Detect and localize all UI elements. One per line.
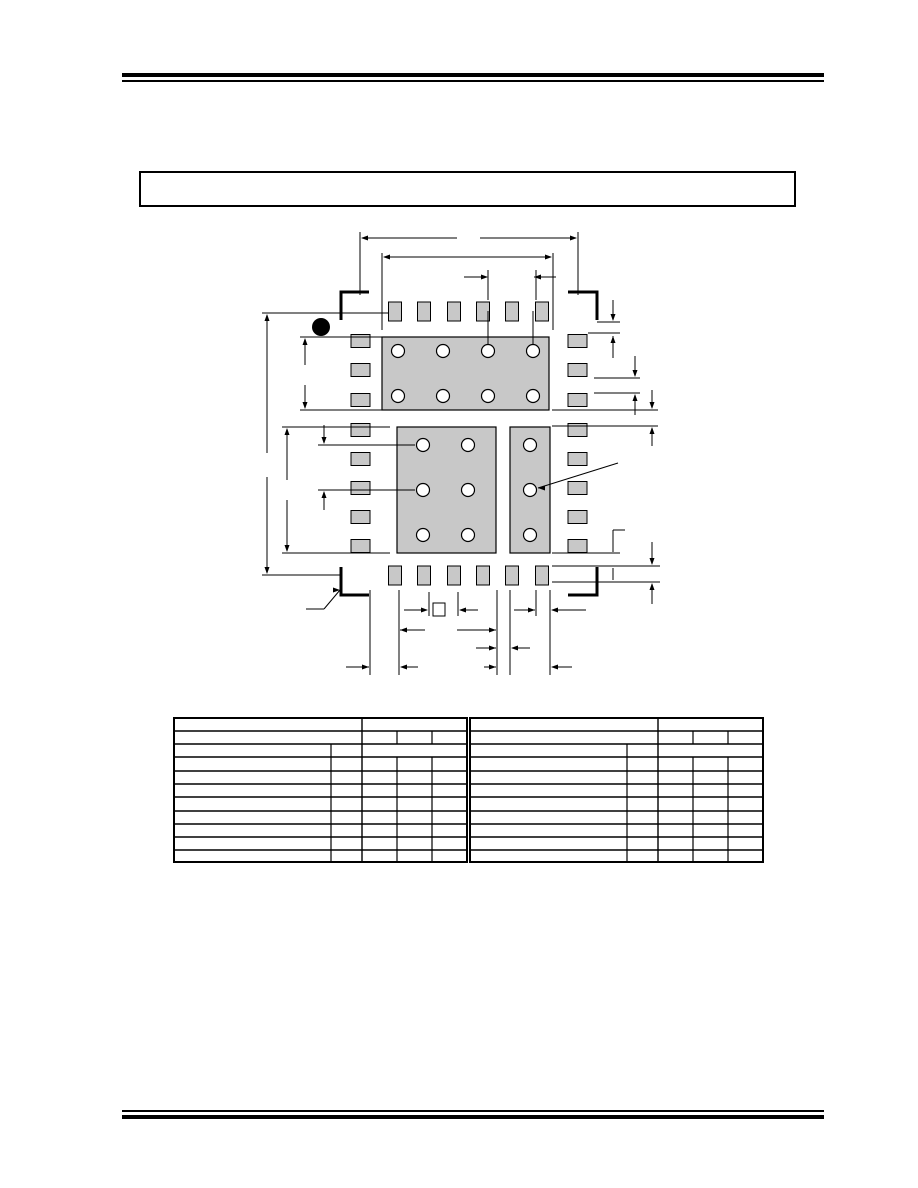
bottom-pad-0	[388, 565, 402, 586]
right-pad-6	[567, 510, 588, 524]
top-pad-0	[388, 301, 402, 322]
via-top-row2-3	[525, 388, 541, 404]
dim-x4-arrow-left	[400, 627, 407, 633]
right-pad-4	[567, 452, 588, 466]
left-pad-3	[350, 423, 371, 437]
silk-corner-bottom-right	[568, 567, 599, 597]
right-pad-0	[567, 334, 588, 348]
via-top-row2-0	[390, 388, 406, 404]
top-pad-3	[476, 301, 490, 322]
bottom-pad-5	[535, 565, 549, 586]
pin1-indicator-dot	[312, 318, 330, 336]
dim-ev-arrow-top	[321, 437, 327, 444]
dim-e-bottom-arrow-left	[528, 607, 535, 613]
left-pad-5	[350, 481, 371, 495]
dim-g2-arrow-right	[511, 645, 518, 651]
via-top-row1-1	[435, 343, 451, 359]
bottom-pad-3	[476, 565, 490, 586]
via-bl-0-1	[460, 437, 476, 453]
left-pad-7	[350, 539, 371, 553]
via-top-row2-1	[435, 388, 451, 404]
table-left-frame	[173, 717, 468, 863]
via-bl-1-0	[415, 482, 431, 498]
left-pad-1	[350, 363, 371, 377]
top-pad-4	[505, 301, 519, 322]
dim-g-arrow-top	[649, 558, 655, 565]
dim-gap-arrow-bottom	[649, 427, 655, 434]
right-pad-3	[567, 423, 588, 437]
bottom-pad-2	[447, 565, 461, 586]
datum-box	[432, 602, 446, 617]
left-pad-0	[350, 334, 371, 348]
bottom-pad-1	[417, 565, 431, 586]
top-pad-1	[417, 301, 431, 322]
dim-x5-arrow-left	[489, 664, 496, 670]
dim-y1-arrow-bottom	[610, 336, 616, 343]
dim-c3-arrow-right	[400, 664, 407, 670]
silk-corner-top-right	[568, 290, 599, 320]
title-box	[139, 171, 796, 207]
dim-c3-arrow-left	[362, 664, 369, 670]
dim-e2-arrow-top	[632, 370, 638, 377]
footer-rule-thin	[122, 1110, 824, 1112]
left-pad-2	[350, 393, 371, 407]
dim-x2-arrow-right	[545, 254, 552, 260]
via-bl-2-0	[415, 527, 431, 543]
dim-y2-arrow-top	[302, 338, 308, 345]
dim-g-arrow-bottom	[649, 583, 655, 590]
via-br-1	[522, 482, 538, 498]
via-bl-2-1	[460, 527, 476, 543]
dim-pad-width-arrow-left	[421, 607, 428, 613]
leader-silk-arrow	[333, 587, 340, 593]
right-pad-5	[567, 481, 588, 495]
dim-g2-arrow-left	[489, 645, 496, 651]
silk-corner-bottom-left	[339, 567, 369, 597]
via-br-2	[522, 527, 538, 543]
dim-c1-arrow-left	[361, 235, 368, 241]
header-rule-thin	[122, 80, 824, 82]
dim-c1-arrow-right	[570, 235, 577, 241]
via-top-row2-2	[480, 388, 496, 404]
footer-rule-thick	[122, 1115, 824, 1119]
dim-gap-arrow-top	[649, 402, 655, 409]
dim-e-bottom-arrow-right	[551, 607, 558, 613]
dim-x2-arrow-left	[383, 254, 390, 260]
dim-ev-arrow-bottom	[321, 491, 327, 498]
dim-c2-arrow-bottom	[264, 567, 270, 574]
via-bl-0-0	[415, 437, 431, 453]
leader-silk-label-b	[323, 589, 341, 610]
bottom-pad-4	[505, 565, 519, 586]
right-pad-2	[567, 393, 588, 407]
leader-via-arrow	[538, 485, 545, 491]
dim-e2-arrow-bottom	[632, 394, 638, 401]
dim-x-arrow	[534, 274, 541, 280]
via-top-row1-0	[390, 343, 406, 359]
right-pad-7	[567, 539, 588, 553]
leader-via-callout	[537, 462, 619, 489]
via-top-row1-2	[480, 343, 496, 359]
top-pad-2	[447, 301, 461, 322]
silk-corner-top-left	[339, 290, 369, 320]
dim-c2-arrow-top	[264, 314, 270, 321]
top-pad-5	[535, 301, 549, 322]
via-top-row1-3	[525, 343, 541, 359]
dim-y3-arrow-top	[284, 428, 290, 435]
table-right-frame	[469, 717, 764, 863]
center-pad-top	[381, 336, 550, 411]
dim-e-arrow	[481, 274, 488, 280]
dim-y1-arrow-top	[610, 314, 616, 321]
dim-y2-arrow-bottom	[302, 402, 308, 409]
dim-x5-arrow-right	[551, 664, 558, 670]
dim-y3-arrow-bottom	[284, 545, 290, 552]
dim-pad-width-arrow-right	[459, 607, 466, 613]
dim-x4-arrow-right	[489, 627, 496, 633]
via-bl-1-1	[460, 482, 476, 498]
header-rule-thick	[122, 73, 824, 77]
right-pad-1	[567, 363, 588, 377]
left-pad-4	[350, 452, 371, 466]
via-br-0	[522, 437, 538, 453]
left-pad-6	[350, 510, 371, 524]
